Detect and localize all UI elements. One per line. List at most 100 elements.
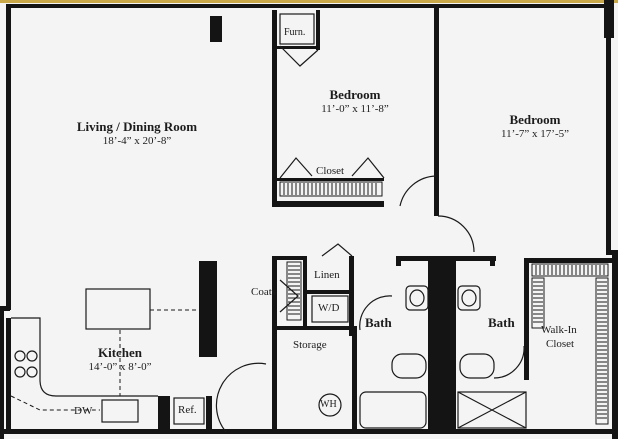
washer-dryer	[311, 295, 349, 323]
entry-door-swing	[215, 362, 267, 433]
wall-coats-right	[303, 256, 307, 326]
bath1-door-swing	[359, 295, 393, 331]
wall-bed1-bottom	[272, 201, 384, 207]
refrigerator	[173, 397, 205, 425]
kitchen-sink	[101, 399, 139, 423]
linen-door	[321, 243, 353, 257]
washer-dryer-label: W/D	[318, 302, 340, 314]
bedroom-1-name: Bedroom	[329, 87, 381, 102]
wall-left-lower	[0, 306, 4, 439]
wall-storage-right	[352, 326, 357, 429]
wall-furn-bottom	[277, 46, 317, 49]
wall-ref-right	[206, 396, 212, 434]
bedroom-2-label: Bedroom 11’-7” x 17’-5”	[470, 112, 600, 141]
wall-coats-top	[277, 256, 303, 260]
kitchen-island	[85, 288, 151, 330]
storage-label: Storage	[293, 339, 327, 351]
bedroom-1-dims: 11’-0” x 11’-8”	[321, 102, 389, 115]
wall-post	[210, 16, 222, 42]
kitchen-counter	[11, 317, 158, 397]
bed1-door-swing	[399, 175, 437, 207]
walkin-hatch-top	[535, 265, 605, 275]
fixtures	[11, 13, 527, 433]
bed1-closet-hatch	[283, 183, 377, 195]
living-room-name: Living / Dining Room	[76, 119, 198, 134]
bed2-door-swing	[437, 215, 475, 253]
bath2-shower	[457, 391, 527, 429]
furnace-box	[279, 13, 315, 45]
wall-linen-right	[349, 256, 354, 336]
wall-bed1-right	[434, 8, 439, 216]
bath1-tub	[359, 391, 427, 429]
bedroom-2-dims: 11’-7” x 17’-5”	[500, 127, 569, 140]
linen-label: Linen	[314, 269, 340, 281]
walkin-shelf-left	[531, 277, 545, 329]
dashed-lines	[10, 309, 198, 411]
closet-door-left	[279, 157, 313, 179]
wall-right-upper	[606, 4, 611, 250]
burner-2	[26, 350, 38, 362]
wall-left-upper	[6, 4, 11, 310]
wall-bath-top-stub	[396, 256, 401, 266]
bath2-sink	[457, 285, 481, 311]
coats-shelf	[286, 261, 302, 321]
water-heater	[318, 393, 342, 417]
living-room-label: Living / Dining Room 18’-4” x 20’-8”	[52, 119, 222, 148]
wall-kitchen-left	[6, 318, 11, 429]
wall-storage-top	[277, 326, 355, 330]
refrigerator-label: Ref.	[178, 404, 197, 416]
wall-walkin-left	[524, 258, 529, 338]
walkin-closet-line1: Walk-In	[541, 324, 577, 336]
bath2-shower-cross	[457, 391, 527, 429]
bath2-door-swing	[493, 345, 525, 379]
wall-bottom	[0, 429, 618, 434]
walkin-hatch-right	[597, 281, 607, 419]
bath-1-label: Bath	[365, 315, 392, 330]
burner-1	[14, 350, 26, 362]
furnace-label: Furn.	[284, 27, 306, 38]
wall-walkin-left-lower	[524, 336, 529, 380]
living-room-dims: 18’-4” x 20’-8”	[102, 134, 172, 147]
coats-hatch	[288, 265, 300, 315]
bath1-toilet	[391, 353, 427, 379]
furnace-door	[279, 45, 319, 67]
bedroom-2-name: Bedroom	[509, 112, 561, 127]
wall-bath-top-stub2	[490, 256, 495, 266]
wall-right-stub	[604, 0, 614, 38]
water-heater-label: WH	[320, 399, 337, 410]
wall-closet-top	[277, 178, 384, 181]
bath2-basin	[461, 289, 477, 307]
walkin-closet-line2: Closet	[546, 338, 575, 350]
bedroom-1-label: Bedroom 11’-0” x 11’-8”	[290, 87, 420, 116]
bath-2-label: Bath	[488, 315, 515, 330]
walkin-shelf-top	[531, 263, 609, 277]
dash-counter	[10, 395, 100, 411]
kitchen-dims: 14’-0” x 8’-0”	[88, 360, 152, 373]
burner-3	[14, 366, 26, 378]
closet-door-right	[351, 157, 385, 179]
wall-bath-divider	[428, 256, 456, 434]
wall-top	[6, 4, 610, 8]
kitchen-label: Kitchen 14’-0” x 8’-0”	[60, 345, 180, 374]
wall-furn-right	[316, 10, 320, 50]
frame-top	[0, 0, 618, 3]
walkin-hatch-left	[533, 281, 543, 323]
wall-left-step	[0, 306, 10, 311]
wall-kitchen-post	[158, 396, 170, 434]
wall-pillar	[199, 261, 217, 357]
dishwasher-label: DW	[74, 405, 93, 417]
wall-linen-bottom	[307, 290, 352, 294]
bath1-sink	[405, 285, 429, 311]
burner-4	[26, 366, 38, 378]
walkin-shelf-right	[595, 277, 609, 425]
bath1-basin	[409, 289, 425, 307]
closet-shelves	[279, 181, 609, 425]
coats-door	[279, 279, 299, 313]
kitchen-name: Kitchen	[97, 345, 143, 360]
wall-walkin-top	[524, 258, 612, 263]
wall-core-left	[272, 256, 277, 429]
coats-label: Coats	[251, 286, 277, 298]
